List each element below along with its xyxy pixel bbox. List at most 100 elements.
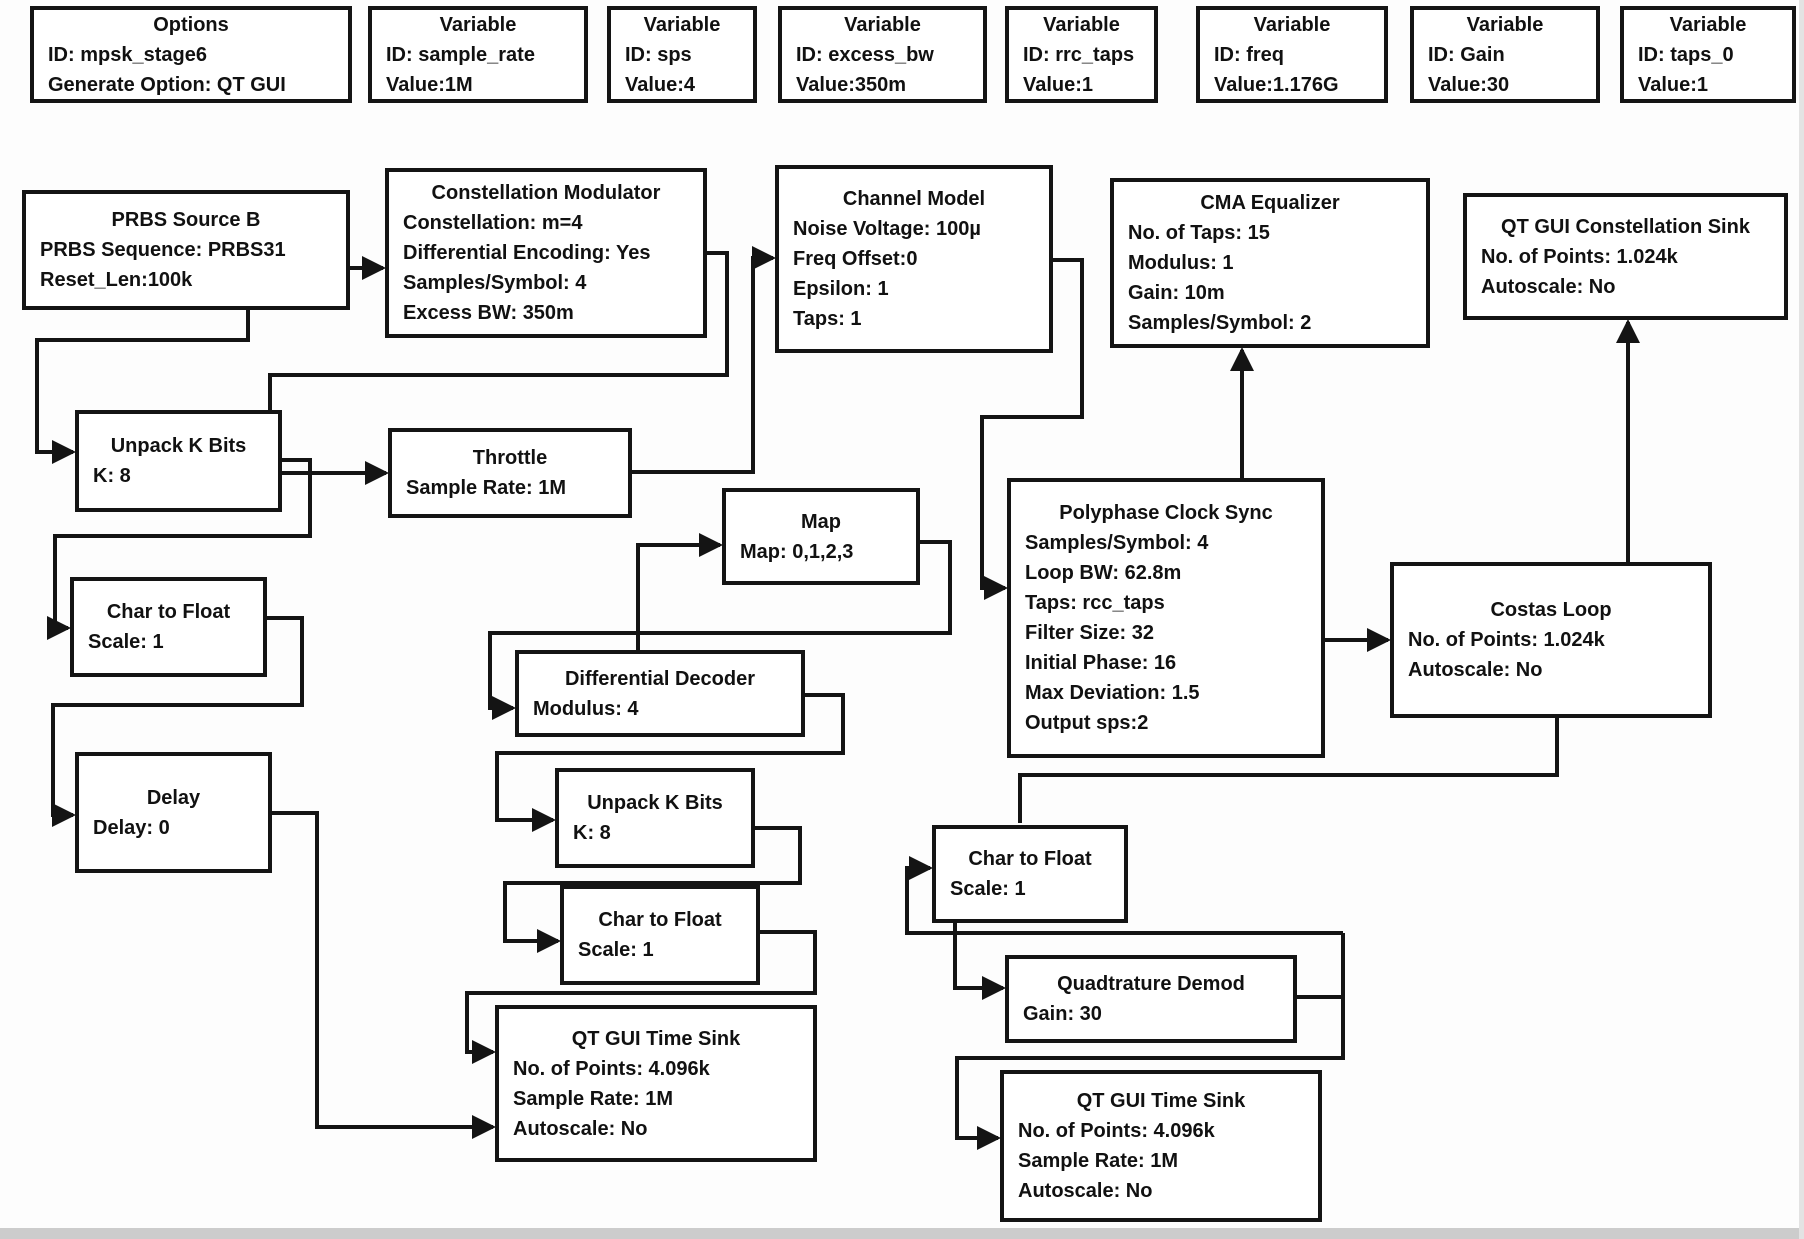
- block-title: Variable: [1669, 13, 1747, 36]
- block-param: Scale: 1: [950, 878, 1026, 900]
- block-param: Constellation: m=4: [403, 212, 583, 234]
- block-title: Variable: [844, 13, 921, 36]
- block-title: Options: [153, 13, 229, 36]
- block-param: Value:30: [1428, 73, 1510, 96]
- block-title: Costas Loop: [1490, 599, 1612, 621]
- block-param: Reset_Len:100k: [40, 269, 193, 291]
- block-param: Noise Voltage: 100µ: [793, 218, 981, 240]
- block-title: Delay: [146, 786, 201, 809]
- wire-loop-into-char-right: [905, 856, 1343, 935]
- block-param: Scale: 1: [578, 939, 654, 961]
- block-param: Taps: rcc_taps: [1025, 592, 1165, 614]
- block-title: Variable: [1253, 13, 1331, 36]
- block-title: Unpack K Bits: [587, 792, 723, 814]
- block-param: Value:350m: [796, 73, 907, 96]
- block-title: Variable: [439, 13, 517, 36]
- block-param: ID: rrc_taps: [1023, 43, 1135, 66]
- block-param: No. of Points: 1.024k: [1408, 629, 1605, 651]
- block-title: PRBS Source B: [111, 209, 261, 231]
- block-param: Value:1: [1023, 73, 1094, 96]
- block-title: Char to Float: [106, 601, 231, 623]
- block-param: Gain: 10m: [1128, 282, 1225, 304]
- block-unpack-k-bits-mid: Unpack K Bits K: 8: [555, 768, 755, 868]
- block-param: Freq Offset:0: [793, 248, 918, 270]
- wire-throttle-to-channel: [632, 246, 776, 474]
- block-title: Channel Model: [842, 188, 986, 210]
- wire-prbs-to-unpack-left: [35, 310, 250, 464]
- block-title: Quadtrature Demod: [1057, 973, 1245, 995]
- block-param: Generate Option: QT GUI: [48, 73, 286, 96]
- block-param: Modulus: 1: [1128, 252, 1234, 274]
- block-param: Autoscale: No: [1408, 659, 1543, 681]
- block-param: Sample Rate: 1M: [1018, 1150, 1179, 1172]
- block-title: Polyphase Clock Sync: [1059, 502, 1273, 524]
- block-title: Char to Float: [968, 848, 1092, 870]
- block-unpack-k-bits-left: Unpack K Bits K: 8: [75, 410, 282, 512]
- block-param: Value:1.176G: [1214, 73, 1339, 96]
- block-param: ID: taps_0: [1638, 43, 1734, 66]
- block-title: QT GUI Time Sink: [571, 1027, 741, 1050]
- block-title: Differential Decoder: [564, 667, 756, 690]
- block-title: Map: [801, 510, 841, 533]
- block-param: Taps: 1: [793, 308, 862, 330]
- block-param: Samples/Symbol: 4: [403, 272, 587, 294]
- block-param: Autoscale: No: [1018, 1180, 1153, 1202]
- block-title: Constellation Modulator: [431, 182, 661, 204]
- block-param: Samples/Symbol: 2: [1128, 312, 1312, 334]
- block-param: Differential Encoding: Yes: [403, 242, 651, 264]
- block-param: Modulus: 4: [533, 697, 639, 720]
- wire-delay-to-timesink-mid: [272, 811, 496, 1139]
- wire-diffdecoder-top-to-map: [636, 533, 723, 652]
- block-param: No. of Points: 4.096k: [1018, 1120, 1215, 1142]
- block-param: Sample Rate: 1M: [406, 477, 567, 499]
- block-title: CMA Equalizer: [1200, 192, 1340, 214]
- wire-char-right-to-quaddemod: [953, 923, 1006, 1000]
- block-param: Value:4: [625, 73, 696, 96]
- block-param: Epsilon: 1: [793, 278, 889, 300]
- block-param: Autoscale: No: [513, 1117, 648, 1140]
- block-param: ID: sample_rate: [386, 43, 535, 66]
- block-title: Variable: [643, 13, 721, 36]
- block-param: Samples/Symbol: 4: [1025, 532, 1209, 554]
- wire-quaddemod-to-timesink-bottom: [955, 933, 1345, 1150]
- block-param: ID: freq: [1214, 43, 1284, 66]
- block-param: Initial Phase: 16: [1025, 652, 1177, 674]
- wire-unpack-left-to-char-left: [47, 458, 312, 640]
- block-param: Value:1: [1638, 73, 1709, 96]
- block-title: QT GUI Constellation Sink: [1501, 215, 1750, 238]
- block-param: Max Deviation: 1.5: [1025, 682, 1200, 704]
- block-param: Output sps:2: [1025, 712, 1149, 734]
- wire-unpack-mid-to-char-mid: [503, 826, 802, 953]
- block-param: ID: mpsk_stage6: [48, 43, 207, 66]
- block-param: Gain: 30: [1023, 1003, 1102, 1025]
- block-title: Unpack K Bits: [110, 435, 247, 457]
- block-param: K: 8: [93, 465, 131, 487]
- block-param: PRBS Sequence: PRBS31: [40, 239, 286, 261]
- wire-constmod-to-throttle: [268, 251, 729, 485]
- block-param: Autoscale: No: [1481, 275, 1616, 298]
- block-param: No. of Points: 4.096k: [513, 1057, 710, 1080]
- wire-map-to-diffdecoder: [488, 540, 952, 720]
- block-param: K: 8: [573, 822, 611, 844]
- block-param: ID: excess_bw: [796, 43, 934, 66]
